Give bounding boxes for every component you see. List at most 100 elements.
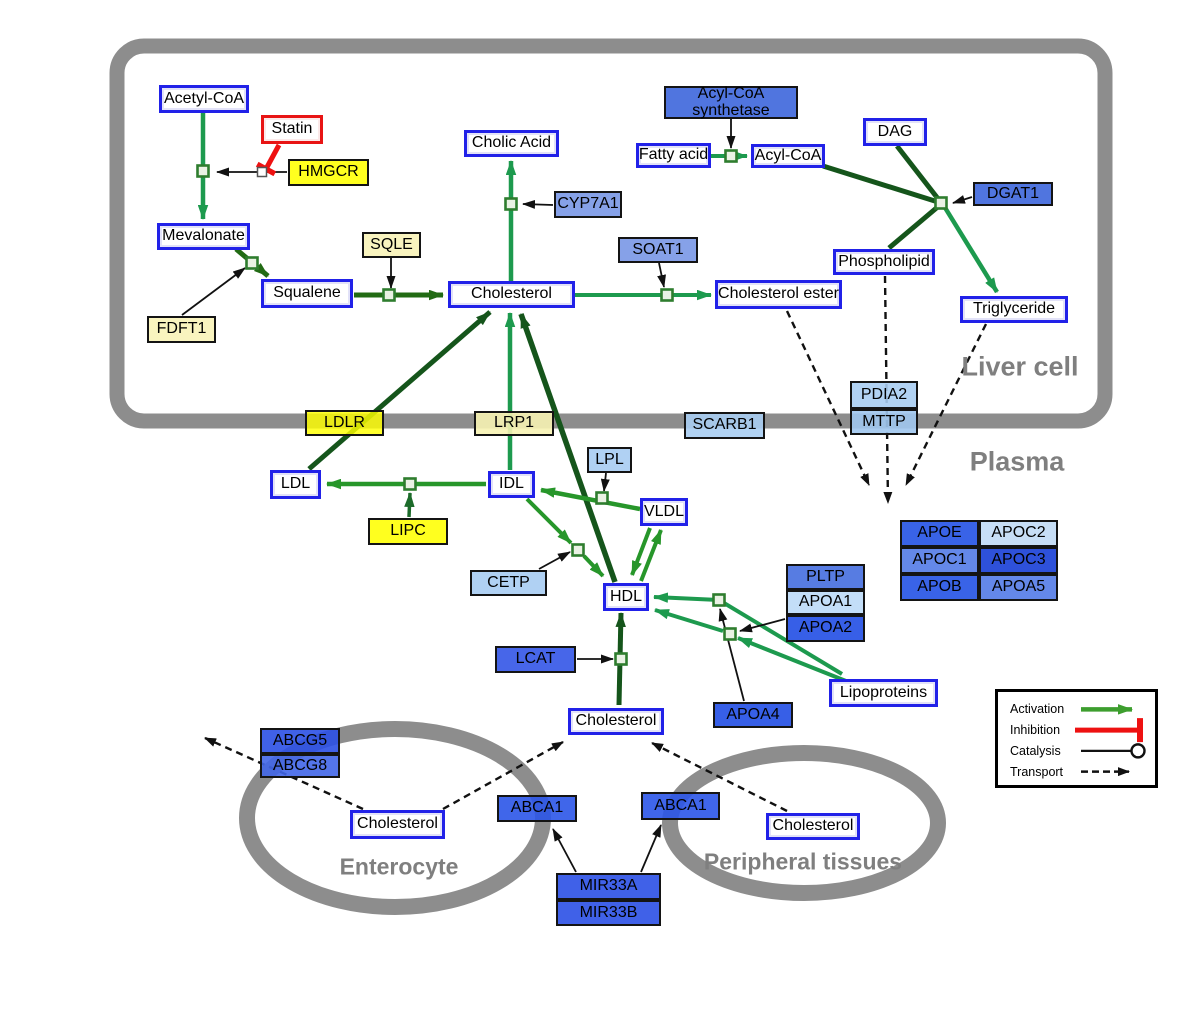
node-statin[interactable]: Statin — [261, 115, 323, 144]
node-lpl[interactable]: LPL — [587, 447, 632, 473]
edge-peripheral-efflux — [651, 741, 788, 813]
node-acyl-coa[interactable]: Acyl-CoA — [751, 144, 825, 168]
anchor-lpl — [595, 491, 609, 505]
node-pltp[interactable]: PLTP — [786, 564, 865, 590]
node-acetyl-coa[interactable]: Acetyl-CoA — [159, 85, 249, 113]
node-cholesterol-liver[interactable]: Cholesterol — [448, 281, 575, 308]
node-lcat[interactable]: LCAT — [495, 646, 576, 673]
legend-label-catalysis: Catalysis — [1010, 743, 1061, 758]
edge-idl-to-cetp-anchor — [525, 497, 573, 545]
node-cholesterol-peripheral[interactable]: Cholesterol — [766, 813, 860, 840]
node-soat1[interactable]: SOAT1 — [618, 237, 698, 263]
liver-cell-compartment — [109, 38, 1113, 429]
edge-acylcoa-to-junction — [822, 163, 939, 205]
anchor-hmgcr — [196, 164, 210, 178]
node-lipc[interactable]: LIPC — [368, 518, 448, 545]
node-mir33b[interactable]: MIR33B — [556, 900, 661, 926]
node-cholesterol-plasma[interactable]: Cholesterol — [568, 708, 664, 735]
edge-statin-inhibition — [263, 143, 282, 171]
node-pdia2[interactable]: PDIA2 — [850, 381, 918, 409]
anchor-lcat — [614, 652, 628, 666]
node-cholic-acid[interactable]: Cholic Acid — [464, 130, 559, 157]
node-hdl[interactable]: HDL — [603, 583, 649, 611]
edge-dag-to-junction — [895, 144, 941, 202]
edge-vldl-to-idl — [540, 487, 641, 512]
node-triglyceride[interactable]: Triglyceride — [960, 296, 1068, 323]
anchor-sqle — [382, 288, 396, 302]
node-cholesterol-enterocyte[interactable]: Cholesterol — [350, 810, 445, 839]
node-dgat1[interactable]: DGAT1 — [973, 182, 1053, 206]
anchor-soat1 — [660, 288, 674, 302]
anchor-cyp7a1 — [504, 197, 518, 211]
node-apoc1[interactable]: APOC1 — [900, 547, 979, 574]
node-scarb1[interactable]: SCARB1 — [684, 412, 765, 439]
edge-soat1-catalysis — [657, 262, 666, 288]
edge-vldl-to-hdl — [630, 527, 652, 576]
node-abca1-enterocyte[interactable]: ABCA1 — [497, 795, 577, 822]
peripheral-compartment — [662, 745, 946, 901]
edge-ldl-to-cholesterol-ldlr — [307, 310, 492, 471]
anchor-cetp — [571, 543, 585, 557]
legend-label-transport: Transport — [1010, 764, 1064, 779]
node-abcg5[interactable]: ABCG5 — [260, 728, 340, 754]
edge-lipc-to-anchor — [404, 492, 415, 518]
anchor-apoa4 — [712, 593, 726, 607]
node-abcg8[interactable]: ABCG8 — [260, 754, 340, 778]
anchor-apoa12 — [723, 627, 737, 641]
edge-cetp-anchor-to-hdl — [582, 554, 605, 578]
edge-dgat1-catalysis — [952, 195, 973, 204]
node-apoc2[interactable]: APOC2 — [979, 520, 1058, 547]
edge-lipoproteins-to-anchor2 — [737, 636, 847, 683]
edge-hdl-to-cholesterol-liver — [518, 313, 618, 583]
node-apoa2[interactable]: APOA2 — [786, 615, 865, 642]
node-cetp[interactable]: CETP — [470, 570, 547, 596]
edge-lpl-catalysis — [600, 472, 610, 492]
node-mir33a[interactable]: MIR33A — [556, 873, 661, 900]
node-ldl[interactable]: LDL — [270, 470, 321, 499]
plasma-label: Plasma — [969, 446, 1065, 477]
edge-hdl-to-vldl — [639, 529, 663, 582]
node-sqle[interactable]: SQLE — [362, 232, 421, 258]
anchor-lipc — [403, 477, 417, 491]
node-lrp1[interactable]: LRP1 — [474, 411, 554, 436]
node-lipoproteins[interactable]: Lipoproteins — [829, 679, 938, 707]
node-ldlr[interactable]: LDLR — [305, 410, 384, 436]
node-abca1-peripheral[interactable]: ABCA1 — [641, 792, 720, 820]
statin-target-marker — [256, 166, 268, 178]
node-fdft1[interactable]: FDFT1 — [147, 316, 216, 343]
anchor-dgat1 — [934, 196, 948, 210]
edge-apoa4-catalysis — [718, 608, 745, 702]
edge-cetp-catalysis — [538, 551, 571, 570]
node-apoe[interactable]: APOE — [900, 520, 979, 547]
node-apoc3[interactable]: APOC3 — [979, 547, 1058, 574]
edge-cyp7a1-catalysis — [522, 199, 554, 209]
node-dag[interactable]: DAG — [863, 118, 927, 146]
node-apoa4[interactable]: APOA4 — [713, 702, 793, 728]
node-phospholipid[interactable]: Phospholipid — [833, 249, 935, 275]
edge-apoa-group-catalysis — [739, 618, 786, 633]
edge-triglyceride-to-plasma — [904, 323, 988, 486]
node-apoa1[interactable]: APOA1 — [786, 590, 865, 615]
anchor-acylcoa — [724, 149, 738, 163]
node-squalene[interactable]: Squalene — [261, 279, 353, 308]
node-apoa5[interactable]: APOA5 — [979, 574, 1058, 601]
edge-mir33-to-abca1-right — [640, 824, 662, 873]
node-apob[interactable]: APOB — [900, 574, 979, 601]
node-idl[interactable]: IDL — [488, 471, 535, 498]
node-cyp7a1[interactable]: CYP7A1 — [554, 191, 622, 218]
node-hmgcr[interactable]: HMGCR — [288, 159, 369, 186]
node-fatty-acid[interactable]: Fatty acid — [636, 143, 711, 168]
legend-catalysis-circle — [1130, 743, 1146, 759]
node-acyl-coa-synthetase[interactable]: Acyl-CoA synthetase — [664, 85, 798, 119]
node-mttp[interactable]: MTTP — [850, 409, 918, 435]
legend — [995, 689, 1158, 788]
liver-cell-label: Liver cell — [961, 351, 1079, 382]
anchor-fdft1 — [245, 256, 259, 270]
node-mevalonate[interactable]: Mevalonate — [157, 223, 250, 250]
edge-ester-to-plasma — [785, 310, 871, 486]
node-vldl[interactable]: VLDL — [640, 498, 688, 526]
edge-junction-to-phospholipid — [887, 203, 942, 250]
node-cholesterol-ester[interactable]: Cholesterol ester — [715, 280, 842, 309]
